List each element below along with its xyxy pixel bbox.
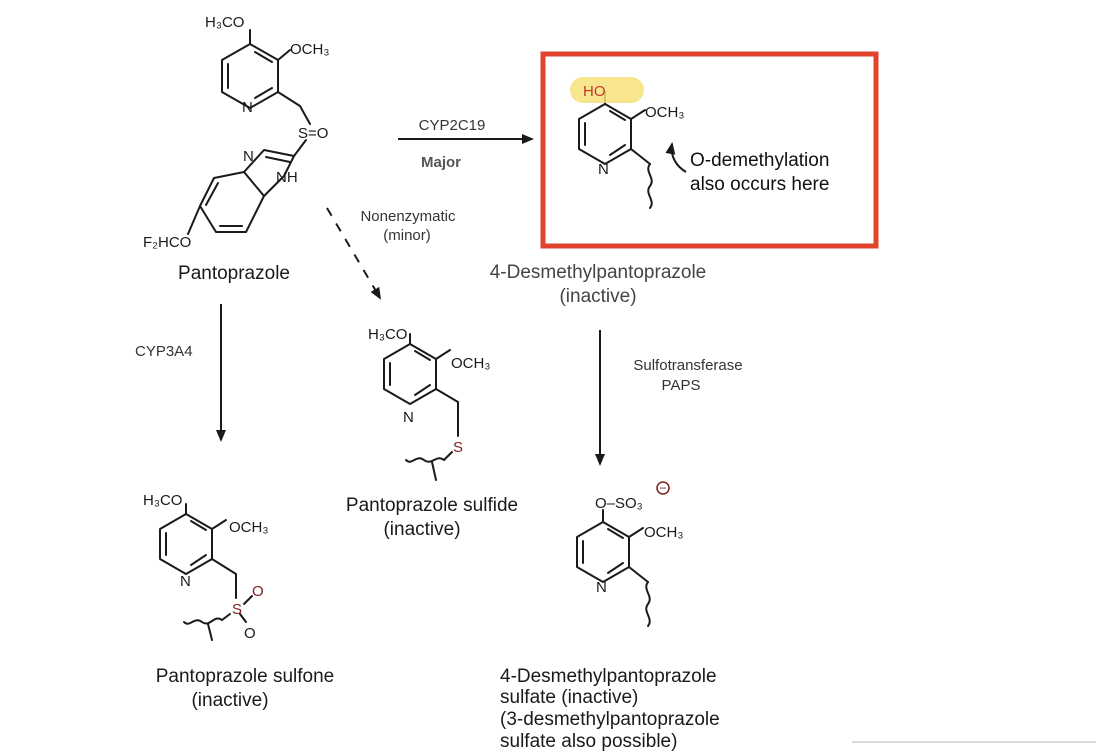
desmethyl-n: N [598, 161, 609, 178]
cyp2c19-label: CYP2C19 [419, 117, 486, 134]
pantoprazole-f2hco: F₂HCO [143, 234, 191, 251]
sulfotransferase-label: Sulfotransferase [633, 357, 742, 374]
sulfone-s: S [232, 601, 242, 618]
pantoprazole-so: S=O [298, 125, 328, 142]
negative-charge-marker [656, 481, 670, 495]
hydroxyl-highlight-marker [570, 77, 644, 103]
pantoprazole-och3: OCH₃ [290, 41, 329, 58]
sulfate-label-line1: 4-Desmethylpantoprazole [500, 666, 717, 687]
paps-label: PAPS [662, 377, 701, 394]
sulfate-label-line3: (3-desmethylpantoprazole [500, 709, 720, 730]
pantoprazole-nh: NH [276, 169, 298, 186]
sulfide-structure [383, 333, 459, 481]
desmethyl-label-line1: 4-Desmethylpantoprazole [490, 262, 707, 283]
sulfide-n: N [403, 409, 414, 426]
highlight-box [540, 51, 879, 249]
sulfate-label-line4: sulfate also possible) [500, 731, 677, 752]
desmethyl-label-line2: (inactive) [559, 286, 636, 307]
sulfone-n: N [180, 573, 191, 590]
sulfone-h3co: H₃CO [143, 492, 182, 509]
nonenzymatic-label: Nonenzymatic [360, 208, 456, 225]
sulfate-structure [576, 509, 651, 627]
pantoprazole-n: N [242, 99, 253, 116]
sulfate-n: N [596, 579, 607, 596]
major-label: Major [421, 154, 461, 171]
sulfate-label-line2: sulfate (inactive) [500, 687, 638, 708]
sulfone-label-line1: Pantoprazole sulfone [156, 666, 335, 687]
minor-label: (minor) [383, 227, 431, 244]
sulfone-structure [159, 503, 253, 641]
sulfone-o-bottom: O [244, 625, 256, 642]
sulfide-h3co: H₃CO [368, 326, 407, 343]
pantoprazole-imidazole-n: N [243, 148, 254, 165]
sulfate-och3: OCH₃ [644, 524, 683, 541]
demethylation-pointer-arrow [665, 142, 687, 173]
desmethyl-structure [578, 91, 653, 209]
sulfide-s: S [453, 439, 463, 456]
pantoprazole-structure [187, 29, 311, 235]
desmethyl-ho: HO [583, 83, 606, 100]
sulfate-o-so3: O–SO₃ [595, 495, 643, 512]
desmethyl-och3: OCH₃ [645, 104, 684, 121]
pantoprazole-label: Pantoprazole [178, 263, 290, 284]
sulfide-label-line1: Pantoprazole sulfide [346, 495, 518, 516]
sulfone-och3: OCH₃ [229, 519, 268, 536]
sulfide-och3: OCH₃ [451, 355, 490, 372]
cyp3a4-label: CYP3A4 [135, 343, 193, 360]
sulfide-label-line2: (inactive) [383, 519, 460, 540]
sulfone-o-top: O [252, 583, 264, 600]
pantoprazole-h3co: H₃CO [205, 14, 244, 31]
sulfate-charge: − [659, 481, 666, 495]
sulfone-label-line2: (inactive) [191, 690, 268, 711]
annotation-line1: O-demethylation [690, 150, 829, 171]
annotation-line2: also occurs here [690, 174, 829, 195]
